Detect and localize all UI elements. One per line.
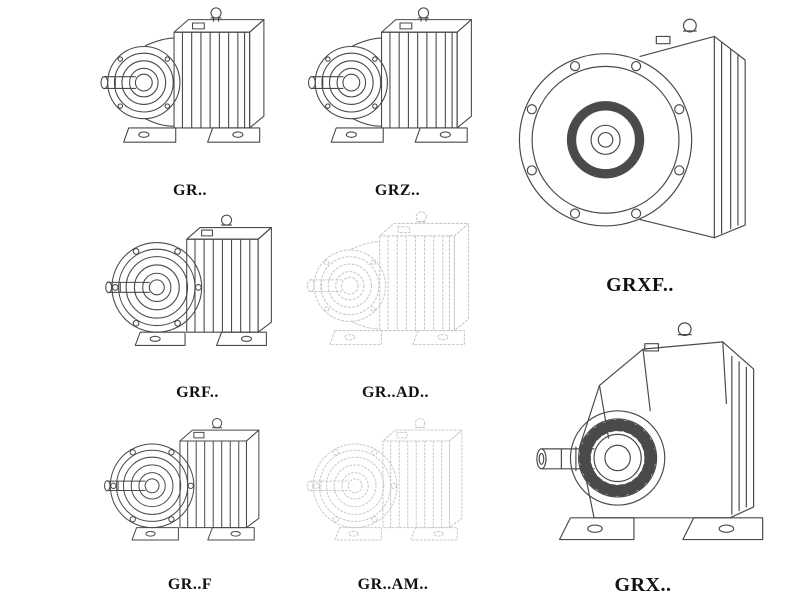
catalog-cell-gr: GR..: [85, 2, 295, 204]
catalog-cell-grz: GRZ..: [300, 2, 495, 204]
gearbox-drawing-grz-icon: [300, 2, 495, 180]
gearbox-drawing-grxf-icon: [495, 2, 785, 274]
gearbox-drawing-gr-icon: [85, 2, 295, 180]
catalog-cell-grxf: GRXF..: [495, 2, 785, 298]
catalog-cell-grf: GRF..: [90, 206, 305, 406]
gearbox-label-grad: GR..AD..: [361, 384, 430, 401]
gearbox-drawing-grx-icon: [498, 302, 788, 574]
gearbox-drawing-grf-icon: [90, 206, 305, 382]
gearbox-label-grz: GRZ..: [374, 182, 421, 199]
catalog-cell-grx: GRX..: [498, 302, 788, 598]
gearbox-drawing-grad-icon: [298, 206, 493, 382]
gearbox-label-grf: GRF..: [176, 384, 219, 401]
catalog-cell-grad: GR..AD..: [298, 206, 493, 406]
gearbox-label-grx: GRX..: [614, 574, 672, 596]
gearbox-drawing-gram-icon: [298, 410, 488, 574]
catalog-cell-gram: GR..AM..: [298, 410, 488, 598]
catalog-cell-grff: GR..F: [85, 410, 295, 598]
gearbox-label-gr: GR..: [173, 182, 207, 199]
gearbox-label-grff: GR..F: [167, 576, 213, 593]
gearbox-label-grxf: GRXF..: [606, 274, 674, 296]
gearbox-drawing-grff-icon: [85, 410, 295, 574]
gearbox-label-gram: GR..AM..: [357, 576, 429, 593]
